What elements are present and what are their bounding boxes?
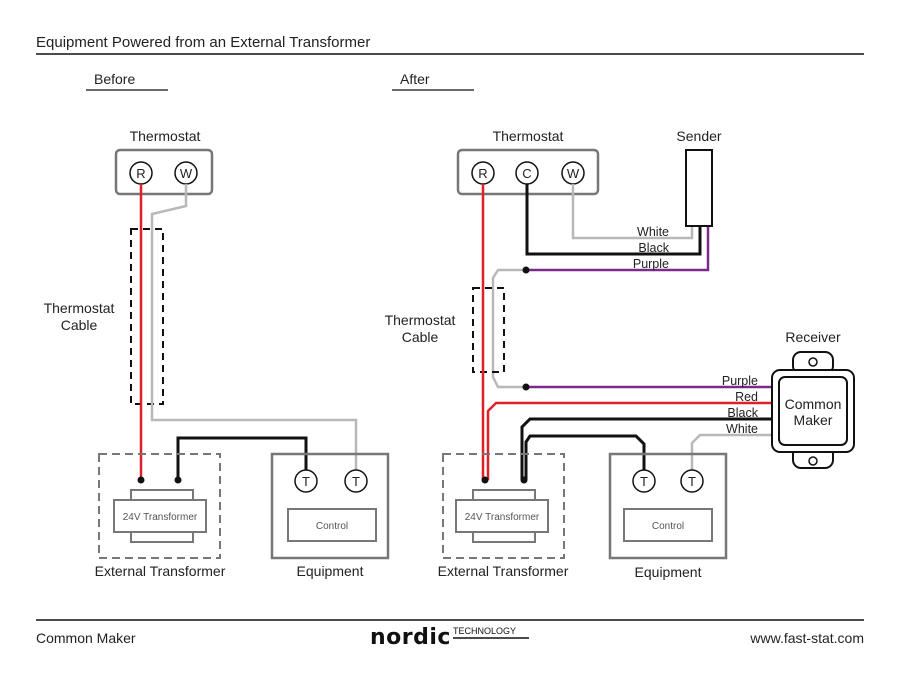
after-cable-label-1: Thermostat xyxy=(385,312,456,328)
after-transformer-bottom-cap xyxy=(472,531,536,543)
after-cable-loop-wire xyxy=(491,268,526,389)
before-black-node xyxy=(174,476,182,484)
after-transformer-dashed-box xyxy=(442,453,565,559)
after-transformer-body xyxy=(455,499,549,533)
after-transformer-label: External Transformer xyxy=(438,563,569,579)
receiver-inner-label-1: Common xyxy=(785,396,842,412)
after-black-node xyxy=(520,476,528,484)
receiver-label: Receiver xyxy=(785,329,841,345)
before-panel: Before Thermostat R W Thermostat Cable 2… xyxy=(44,71,390,579)
footer-right-text: www.fast-stat.com xyxy=(749,630,864,646)
before-cable-label-1: Thermostat xyxy=(44,300,115,316)
after-equipment-box xyxy=(608,452,728,560)
after-equipment-terminal-2-label: T xyxy=(688,474,696,489)
after-black-wire-upper xyxy=(525,184,702,256)
before-equipment-terminal-2-label: T xyxy=(352,474,360,489)
after-lower-splice-node xyxy=(522,383,530,391)
sender-wire-purple-label: Purple xyxy=(633,257,669,271)
before-equipment-box xyxy=(270,452,390,560)
after-thermostat-label: Thermostat xyxy=(493,128,564,144)
receiver-wire-white-label: White xyxy=(726,422,758,436)
after-transformer-inner-label: 24V Transformer xyxy=(465,512,540,523)
before-transformer-label: External Transformer xyxy=(95,563,226,579)
receiver-inner-label-2: Maker xyxy=(794,412,833,428)
before-transformer-body xyxy=(113,499,207,533)
after-terminal-w-label: W xyxy=(567,166,580,181)
after-white-wire-upper xyxy=(571,184,694,240)
after-red-wire-receiver xyxy=(486,401,776,480)
receiver-wire-purple-label: Purple xyxy=(722,374,758,388)
sender-device xyxy=(685,149,713,227)
sender-wire-white-label: White xyxy=(637,225,669,239)
after-white-wire-receiver xyxy=(690,433,776,470)
after-transformer-top-cap xyxy=(472,489,536,501)
before-transformer-dashed-box xyxy=(98,453,221,559)
before-transformer-bottom-cap xyxy=(130,531,194,543)
before-terminal-w-label: W xyxy=(180,166,193,181)
before-equipment-terminal-1 xyxy=(294,469,318,493)
before-red-node xyxy=(137,476,145,484)
after-black-wire-equipment xyxy=(524,434,646,480)
before-equipment-terminal-2 xyxy=(344,469,368,493)
before-cable-box xyxy=(130,228,164,405)
sender-wire-black-label: Black xyxy=(638,241,669,255)
logo-sub-text: TECHNOLOGY xyxy=(453,626,516,636)
before-equipment-terminal-1-label: T xyxy=(302,474,310,489)
before-terminal-r-label: R xyxy=(136,166,145,181)
after-control-label: Control xyxy=(652,521,684,532)
page-title: Equipment Powered from an External Trans… xyxy=(36,34,370,51)
before-transformer-inner-label: 24V Transformer xyxy=(123,512,198,523)
logo-main-text: nordic xyxy=(370,625,451,650)
before-control-label: Control xyxy=(316,521,348,532)
before-white-wire xyxy=(150,184,358,470)
after-control-box xyxy=(623,508,713,542)
receiver-device: Common Maker xyxy=(771,351,855,469)
footer-left-text: Common Maker xyxy=(36,630,136,646)
receiver-inner-body xyxy=(778,376,848,446)
before-transformer-top-cap xyxy=(130,489,194,501)
receiver-bottom-hole xyxy=(808,456,818,466)
after-red-node xyxy=(481,476,489,484)
after-equipment-terminal-2 xyxy=(680,469,704,493)
before-heading: Before xyxy=(94,71,135,87)
after-purple-wire-upper xyxy=(526,226,710,272)
before-cable-label-2: Cable xyxy=(61,317,98,333)
sender-label: Sender xyxy=(676,128,721,144)
before-thermostat-label: Thermostat xyxy=(130,128,201,144)
before-control-box xyxy=(287,508,377,542)
after-cable-label-2: Cable xyxy=(402,329,439,345)
after-equipment-label: Equipment xyxy=(635,564,702,580)
receiver-top-hole xyxy=(808,357,818,367)
after-terminal-r-label: R xyxy=(478,166,487,181)
after-cable-box xyxy=(472,287,505,373)
after-terminal-c-label: C xyxy=(522,166,531,181)
receiver-wire-black-label: Black xyxy=(727,406,758,420)
before-equipment-label: Equipment xyxy=(297,563,364,579)
before-thermostat-box xyxy=(114,148,214,196)
after-panel: After Thermostat R C W Sender White Blac… xyxy=(385,71,855,580)
receiver-wire-red-label: Red xyxy=(735,390,758,404)
after-equipment-terminal-1 xyxy=(632,469,656,493)
after-equipment-terminal-1-label: T xyxy=(640,474,648,489)
nordic-logo: nordic TECHNOLOGY xyxy=(370,625,529,650)
after-upper-splice-node xyxy=(522,266,530,274)
after-heading: After xyxy=(400,71,430,87)
before-black-wire xyxy=(176,436,308,480)
